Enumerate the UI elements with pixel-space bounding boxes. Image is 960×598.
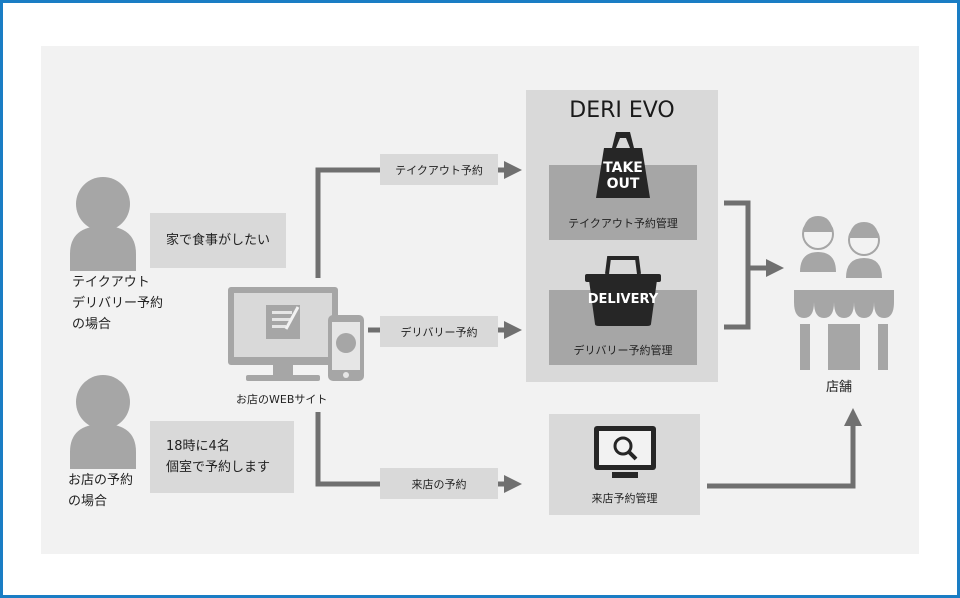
takeout-management-label: テイクアウト予約管理 — [568, 217, 678, 230]
monitor-search-icon — [594, 426, 656, 478]
delivery-bag-text: DELIVERY — [587, 292, 659, 307]
deri-evo-title: DERI EVO — [569, 98, 675, 123]
takeout-bag-text-2: OUT — [606, 176, 640, 192]
delivery-bag-icon — [585, 256, 661, 326]
takeout-customer-label: テイクアウト デリバリー予約 の場合 — [72, 275, 164, 332]
takeout-bag-text-1: TAKE — [603, 160, 643, 176]
takeout-customer-figure — [70, 177, 136, 271]
reserve-speech-bubble: 18時に4名 個室で予約します — [150, 421, 294, 493]
reserve-customer-figure — [70, 375, 136, 469]
takeout-flow-label: テイクアウト予約 — [380, 154, 498, 185]
reserve-customer-label: お店の予約 の場合 — [68, 473, 134, 509]
delivery-management-label: デリバリー予約管理 — [573, 344, 673, 357]
store-label: 店舗 — [826, 380, 853, 395]
visit-management-block: 来店予約管理 — [549, 414, 700, 515]
website-label: お店のWEBサイト — [236, 393, 328, 406]
store-icon — [794, 216, 894, 370]
website-devices-icon — [228, 287, 364, 381]
takeout-bag-icon — [596, 132, 650, 198]
visit-management-label: 来店予約管理 — [591, 492, 658, 505]
takeout-speech-bubble: 家で食事がしたい — [150, 213, 286, 268]
delivery-flow-label: デリバリー予約 — [380, 316, 498, 347]
visit-flow-label: 来店の予約 — [380, 468, 498, 499]
